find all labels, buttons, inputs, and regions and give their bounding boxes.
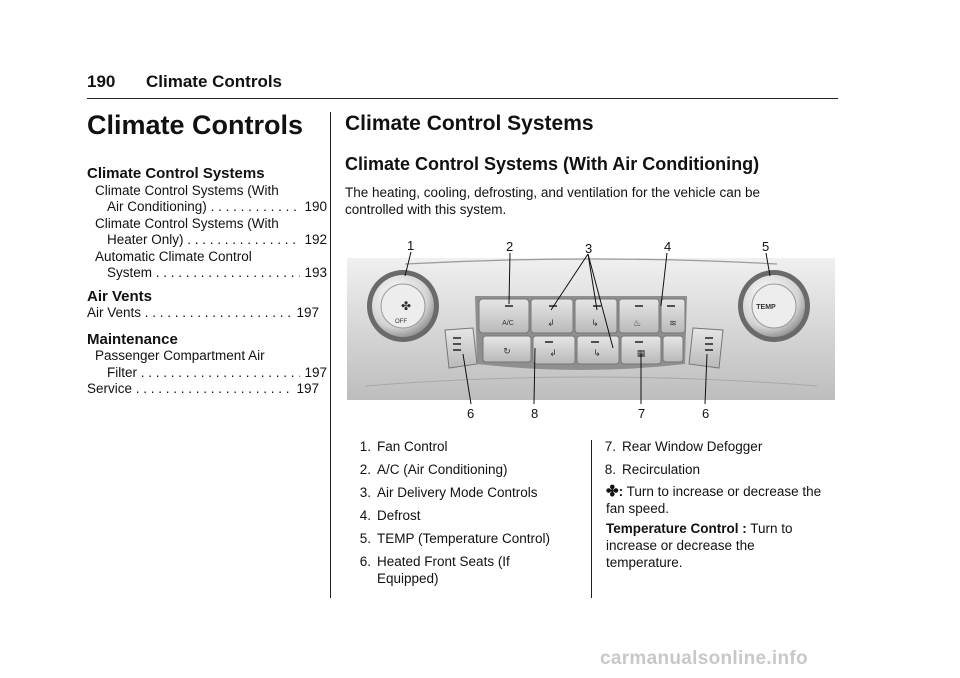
running-header: Climate Controls — [146, 72, 283, 91]
svg-text:↳: ↳ — [593, 349, 601, 359]
toc-heading: Climate Control Systems — [87, 165, 265, 182]
toc-heading: Maintenance — [87, 330, 178, 348]
toc-entry-text: Air Conditioning) — [107, 199, 300, 216]
toc-page: 197 — [296, 305, 319, 320]
legend-item: 8.Recirculation — [604, 462, 701, 477]
toc-entry-line: Automatic Climate Control — [95, 248, 252, 264]
toc-entry-text: Service — [87, 381, 292, 398]
toc-heading: Air Vents — [87, 287, 153, 305]
svg-text:↲: ↲ — [547, 319, 555, 329]
subsection-title: Climate Control Systems (With Air Condit… — [345, 154, 760, 174]
knob-off-label: OFF — [395, 319, 407, 325]
svg-text:✤: ✤ — [401, 299, 411, 313]
knob-temp-label: TEMP — [756, 304, 776, 311]
callout-6: 6 — [467, 406, 475, 421]
callout-5: 5 — [762, 239, 770, 254]
temp-description: Temperature Control : Turn to increase o… — [606, 521, 793, 570]
toc-page: 190 — [304, 199, 327, 214]
callout-3: 3 — [585, 241, 593, 256]
chapter-title: Climate Controls — [87, 110, 304, 140]
svg-text:↲: ↲ — [549, 349, 557, 359]
callout-1: 1 — [407, 238, 415, 253]
toc-entry[interactable]: Air Conditioning) 190 — [95, 199, 327, 216]
legend-item: 1.Fan Control — [359, 439, 448, 454]
toc-entry-text: System — [107, 265, 300, 282]
legend-item: 5.TEMP (Temperature Control) — [359, 531, 551, 546]
toc-entry[interactable]: Air Vents 197 — [87, 305, 319, 322]
toc-page: 193 — [304, 265, 327, 280]
callout-2: 2 — [506, 239, 514, 254]
legend-item: 3.Air Delivery Mode Controls — [359, 485, 538, 500]
legend-item: 4.Defrost — [359, 508, 421, 523]
toc-entry[interactable]: Heater Only) 192 — [95, 232, 327, 249]
toc-entry[interactable]: Service 197 — [87, 381, 319, 398]
toc-entry-line: Climate Control Systems (With — [95, 182, 279, 198]
header-rule — [87, 98, 838, 99]
toc-entry-line: Passenger Compartment Air — [95, 348, 265, 363]
toc-entry-text: Heater Only) — [107, 232, 300, 249]
toc-entry[interactable]: Filter 197 — [95, 365, 327, 382]
climate-control-figure: 1 2 3 4 5 6 8 7 6 ✤ OFF TEMP — [345, 236, 837, 424]
toc-entry-line: Climate Control Systems (With — [95, 215, 279, 231]
legend-list-left: 1.Fan Control 2.A/C (Air Conditioning) 3… — [345, 438, 585, 593]
column-divider-2 — [591, 440, 592, 598]
legend-item: 7.Rear Window Defogger — [604, 439, 763, 454]
toc-entry-text: Filter — [107, 365, 300, 382]
control-panel-illustration: ✤ OFF TEMP A/C ↲↳♨ ≋↻↲ ↳▦ — [347, 251, 835, 405]
toc-entry-text: Air Vents — [87, 305, 292, 322]
toc-entry[interactable]: System 193 — [95, 265, 327, 282]
svg-text:↻: ↻ — [503, 347, 511, 357]
toc-page: 197 — [296, 381, 319, 396]
callout-7: 7 — [638, 406, 646, 421]
watermark: carmanualsonline.info — [600, 648, 808, 669]
fan-icon: ✤ — [606, 483, 619, 500]
fan-description: ✤: Turn to increase or decrease the fan … — [606, 483, 822, 516]
ac-button-label: A/C — [502, 320, 514, 327]
legend-item: 2.A/C (Air Conditioning) — [359, 462, 508, 477]
toc-page: 197 — [304, 364, 327, 380]
svg-text:♨: ♨ — [633, 319, 641, 329]
svg-text:≋: ≋ — [669, 319, 677, 329]
callout-8: 8 — [531, 406, 539, 421]
callout-6b: 6 — [702, 406, 710, 421]
toc-page: 192 — [304, 232, 327, 247]
svg-text:↳: ↳ — [591, 319, 599, 329]
legend-item: 6.Heated Front Seats (If Equipped) — [359, 554, 510, 586]
column-divider — [330, 112, 331, 598]
intro-paragraph: The heating, cooling, defrosting, and ve… — [345, 185, 761, 217]
page-number: 190 — [87, 72, 116, 91]
legend-list-right: 7.Rear Window Defogger 8.Recirculation — [590, 438, 830, 484]
callout-4: 4 — [664, 239, 672, 254]
table-of-contents: Climate Control Systems Climate Control … — [87, 165, 327, 398]
section-title: Climate Control Systems — [345, 112, 594, 135]
